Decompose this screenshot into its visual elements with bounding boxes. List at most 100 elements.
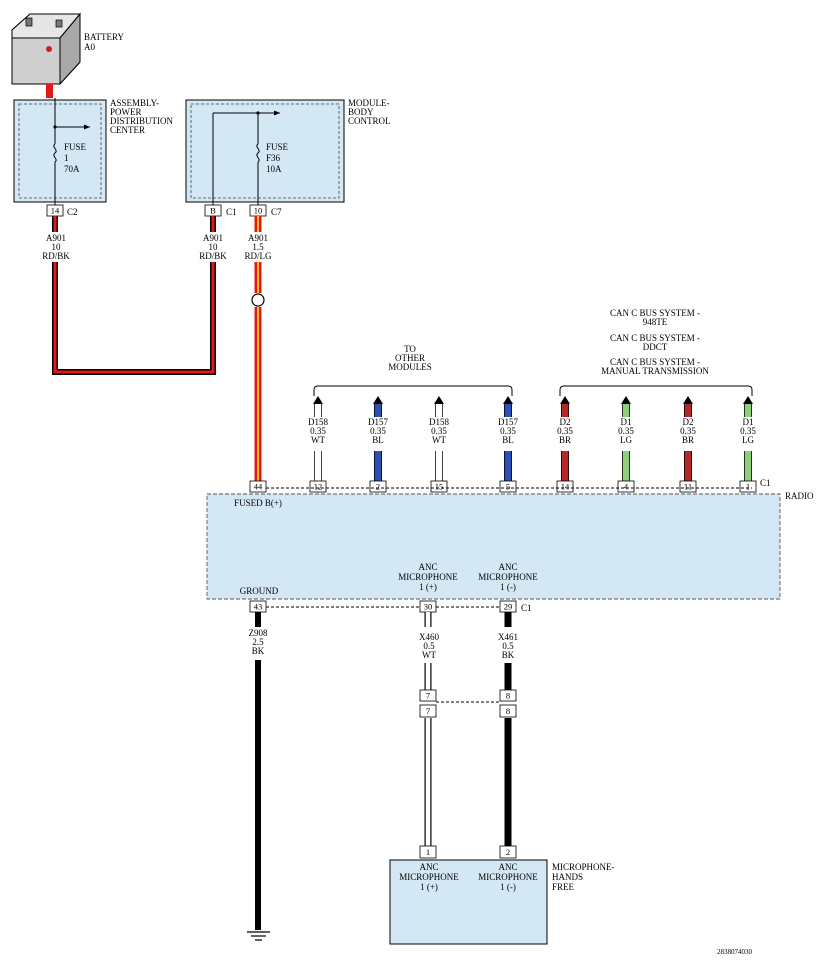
- mic-title-2: HANDS: [552, 872, 583, 882]
- bus-pin: 1: [746, 482, 750, 492]
- bus-pin: 2: [376, 482, 380, 492]
- battery-icon: [11, 12, 82, 98]
- can-c-sys-5: CAN C BUS SYSTEM -: [610, 357, 700, 367]
- mic-pos-1: ANC: [419, 862, 438, 872]
- inline-pin-b-bot-box: [499, 704, 517, 718]
- bcm-conn-10: C7: [271, 207, 282, 217]
- bus-wire-6: D10.35LG4CAN C (+): [606, 396, 646, 508]
- bus-pin-box: [617, 480, 635, 493]
- radio-mic-pos-pin: 30: [424, 602, 433, 612]
- bus-pin: 11: [684, 482, 692, 492]
- bus-wire-circuit: D157: [368, 417, 388, 427]
- bus-pin: 5: [506, 482, 510, 492]
- pdc-title-3: DISTRIBUTION: [110, 116, 173, 126]
- mic-title-3: FREE: [552, 882, 575, 892]
- wire-arrow-icon: [503, 396, 513, 404]
- wire-arrow-icon: [621, 396, 631, 404]
- bcm-conn-b: C1: [226, 207, 237, 217]
- pdc-title-1: ASSEMBLY-: [110, 98, 159, 108]
- bus-pin-box: [679, 480, 697, 493]
- bcm-title-1: MODULE-: [348, 98, 390, 108]
- pdc-title-2: POWER: [110, 107, 142, 117]
- radio-mic-neg-pin: 29: [504, 602, 513, 612]
- wire3-gauge: 1.5: [252, 242, 264, 252]
- mic-neg-1: ANC: [498, 862, 517, 872]
- mic-neg-3: 1 (-): [500, 882, 516, 892]
- inline-pin-a-top: 7: [426, 691, 430, 701]
- pdc-fuse-number: 1: [64, 153, 69, 163]
- wire2-circuit: A901: [203, 233, 223, 243]
- bus-pin-box: [739, 480, 757, 493]
- wire1-circuit: A901: [46, 233, 66, 243]
- wire3-color: RD/LG: [245, 251, 273, 261]
- can-c-sys-2: 948TE: [643, 317, 668, 327]
- bus-pin-box: [309, 480, 327, 493]
- inline-pin-b-top-box: [499, 689, 517, 702]
- x461-gauge: 0.5: [502, 641, 514, 651]
- bus-pin-box: [430, 480, 448, 493]
- bus-wire-gauge: 0.35: [740, 426, 756, 436]
- wire-arrow-icon: [313, 396, 323, 404]
- radio-top-connector: C1: [760, 478, 771, 488]
- can-c-sys-3: CAN C BUS SYSTEM -: [610, 333, 700, 343]
- bus-wire-color: BR: [559, 435, 571, 445]
- bus-wire-circuit: D2: [683, 417, 694, 427]
- can-c-sys-4: DDCT: [643, 342, 668, 352]
- bus-wire-gauge: 0.35: [431, 426, 447, 436]
- bcm-title-3: CONTROL: [348, 116, 391, 126]
- battery-id: A0: [84, 42, 95, 52]
- radio-mic-pos-1: ANC: [418, 562, 437, 572]
- bus-pin: 4: [624, 482, 629, 492]
- bus-wire-gauge: 0.35: [370, 426, 386, 436]
- bcm-pin-10: 10: [254, 206, 263, 216]
- wire3-circuit: A901: [248, 233, 268, 243]
- mic-pin1-box: [419, 845, 437, 859]
- battery-name: BATTERY: [84, 32, 125, 42]
- bus-wire-8: D10.35LG1CAN C (+): [728, 396, 768, 508]
- bus-wire-gauge: 0.35: [500, 426, 516, 436]
- bus-wire-circuit: D157: [498, 417, 518, 427]
- wire1-color: RD/BK: [42, 251, 70, 261]
- radio-bottom-connector: C1: [521, 603, 532, 613]
- pdc-title-4: CENTER: [110, 125, 145, 135]
- radio-mic-neg-2: MICROPHONE: [478, 572, 538, 582]
- bracket-can-c-bus: [559, 385, 753, 396]
- wire1-gauge: 10: [52, 242, 62, 252]
- bus-wire-circuit: D158: [429, 417, 449, 427]
- bus-wire-color: BR: [682, 435, 694, 445]
- inline-pin-a-bot: 7: [426, 706, 430, 716]
- mic-neg-2: MICROPHONE: [478, 872, 538, 882]
- radio-mic-pos-3: 1 (+): [419, 582, 437, 592]
- bus-wire-circuit: D2: [560, 417, 571, 427]
- wire-arrow-icon: [743, 396, 753, 404]
- bus-pin-box: [369, 480, 387, 493]
- bus-wire-color: BL: [502, 435, 514, 445]
- bus-wire-7: D20.35BR11CAN C (-): [669, 396, 707, 508]
- bus-pin: 14: [561, 482, 570, 492]
- wire-arrow-icon: [373, 396, 383, 404]
- mic-pos-2: MICROPHONE: [399, 872, 459, 882]
- ground-wire-circuit: Z908: [249, 628, 268, 638]
- to-other-1: TO: [404, 344, 416, 354]
- bcm-fuse-label: FUSE: [266, 142, 289, 152]
- can-c-sys-6: MANUAL TRANSMISSION: [601, 366, 709, 376]
- wire2-gauge: 10: [209, 242, 219, 252]
- radio-mic-pos-2: MICROPHONE: [398, 572, 458, 582]
- bus-wire-color: WT: [432, 435, 446, 445]
- wire-a901-rd-bk-loop: [52, 216, 216, 375]
- radio-name: RADIO: [785, 491, 814, 501]
- bus-pin: 12: [314, 482, 323, 492]
- bus-wire-color: LG: [742, 435, 754, 445]
- wire-arrow-icon: [560, 396, 570, 404]
- radio-mic-neg-3: 1 (-): [500, 582, 516, 592]
- bus-wire-color: WT: [311, 435, 325, 445]
- pdc-pin: 14: [51, 206, 60, 216]
- bcm-title-2: BODY: [348, 107, 374, 117]
- radio-fused-pin: 44: [254, 482, 263, 492]
- mic-pos-3: 1 (+): [420, 882, 438, 892]
